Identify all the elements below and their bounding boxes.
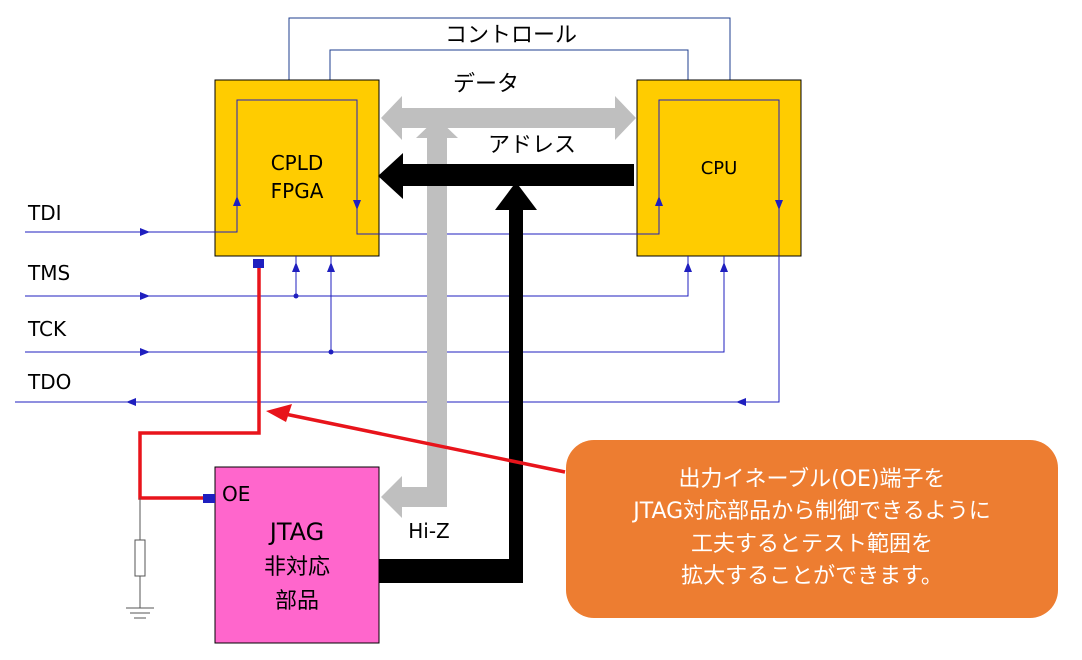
control-bus-lines [288, 17, 731, 80]
cpld-fpga-block [214, 79, 380, 257]
non-compliant-label: 非対応 [264, 555, 330, 580]
tdi-label: TDI [27, 201, 62, 225]
jtag-non-compliant-block [214, 466, 380, 644]
cpu-block [636, 79, 802, 257]
callout-line-4: 拡大することができます。 [681, 564, 943, 589]
oe-control-line [138, 264, 566, 500]
jtag-oe-pin [203, 494, 215, 503]
part-label: 部品 [275, 589, 319, 614]
callout-line-3: 工夫するとテスト範囲を [691, 532, 933, 557]
tdo-label: TDO [27, 370, 71, 394]
callout-line-2: JTAG対応部品から制御できるように [631, 499, 991, 524]
callout-line-1: 出力イネーブル(OE)端子を [678, 467, 945, 492]
data-bus [381, 96, 636, 518]
jtag-label: JTAG [268, 518, 324, 546]
cpld-oe-pin [253, 259, 264, 268]
tck-label: TCK [27, 317, 67, 341]
cpu-label: CPU [701, 158, 738, 179]
tms-label: TMS [27, 261, 70, 285]
oe-label: OE [222, 482, 250, 506]
control-label: コントロール [445, 23, 577, 48]
fpga-label: FPGA [271, 179, 324, 203]
pulldown-resistor [126, 498, 154, 619]
callout-box [566, 440, 1058, 618]
oe-arrowhead [266, 404, 292, 422]
address-bus [378, 153, 634, 583]
hiz-label: Hi-Z [408, 519, 450, 543]
cpld-label: CPLD [271, 151, 324, 175]
address-label: アドレス [488, 133, 576, 158]
scan-arrows [126, 196, 783, 406]
data-label: データ [453, 72, 519, 97]
